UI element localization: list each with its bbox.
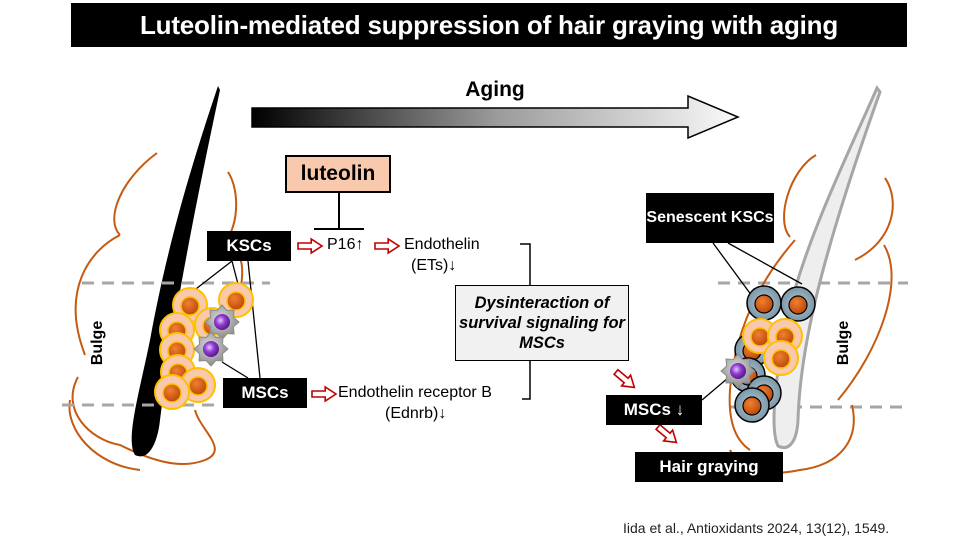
ednrb-label: (Ednrb)↓: [385, 405, 447, 422]
red-arrow-msc-to-ednrb: [311, 385, 338, 403]
senescent-ksc-cell: [746, 285, 782, 321]
endothelin-label: Endothelin: [404, 236, 480, 253]
msc-cell: [720, 353, 756, 389]
hair-graying-box: Hair graying: [635, 452, 783, 482]
page-title: Luteolin-mediated suppression of hair gr…: [71, 3, 907, 47]
citation: Iida et al., Antioxidants 2024, 13(12), …: [623, 520, 890, 536]
luteolin-box: luteolin: [285, 155, 391, 193]
gray-hair-shaft: [772, 85, 882, 449]
ets-label: (ETs)↓: [411, 257, 457, 274]
aging-arrow: [251, 94, 740, 140]
left-msc-cells: [193, 304, 240, 367]
senescent-ksc-box: Senescent KSCs: [646, 193, 774, 243]
ednrb-receptor-label: Endothelin receptor B: [338, 384, 492, 401]
red-arrow-to-msc-decrease: [612, 368, 636, 389]
bulge-label-left: Bulge: [89, 320, 107, 366]
ksc-cell: [154, 374, 190, 410]
senescent-ksc-cell: [780, 286, 816, 322]
dark-hair-shaft: [131, 86, 220, 457]
dysinteraction-box: Dysinteraction of survival signaling for…: [455, 285, 629, 361]
ksc-cell: [218, 282, 254, 318]
msc-decrease-box: MSCs ↓: [606, 395, 702, 425]
bracket-lines: [520, 243, 531, 400]
red-arrow-ksc-to-p16: [297, 237, 324, 255]
msc-cell: [193, 331, 229, 367]
right-connector-lines: [701, 242, 803, 401]
luteolin-inhibition: [314, 193, 364, 230]
p16-label: P16↑: [327, 236, 364, 253]
red-arrow-p16-to-endothelin: [374, 237, 401, 255]
msc-label-box: MSCs: [223, 378, 307, 408]
msc-cell: [204, 304, 240, 340]
red-arrow-to-hair-graying: [654, 423, 678, 444]
ksc-label-box: KSCs: [207, 231, 291, 261]
aging-label: Aging: [465, 78, 525, 101]
senescent-ksc-cell: [734, 387, 770, 423]
ksc-cell: [763, 340, 799, 376]
right-follicle-cells: [720, 285, 816, 423]
bulge-label-right: Bulge: [835, 320, 853, 366]
